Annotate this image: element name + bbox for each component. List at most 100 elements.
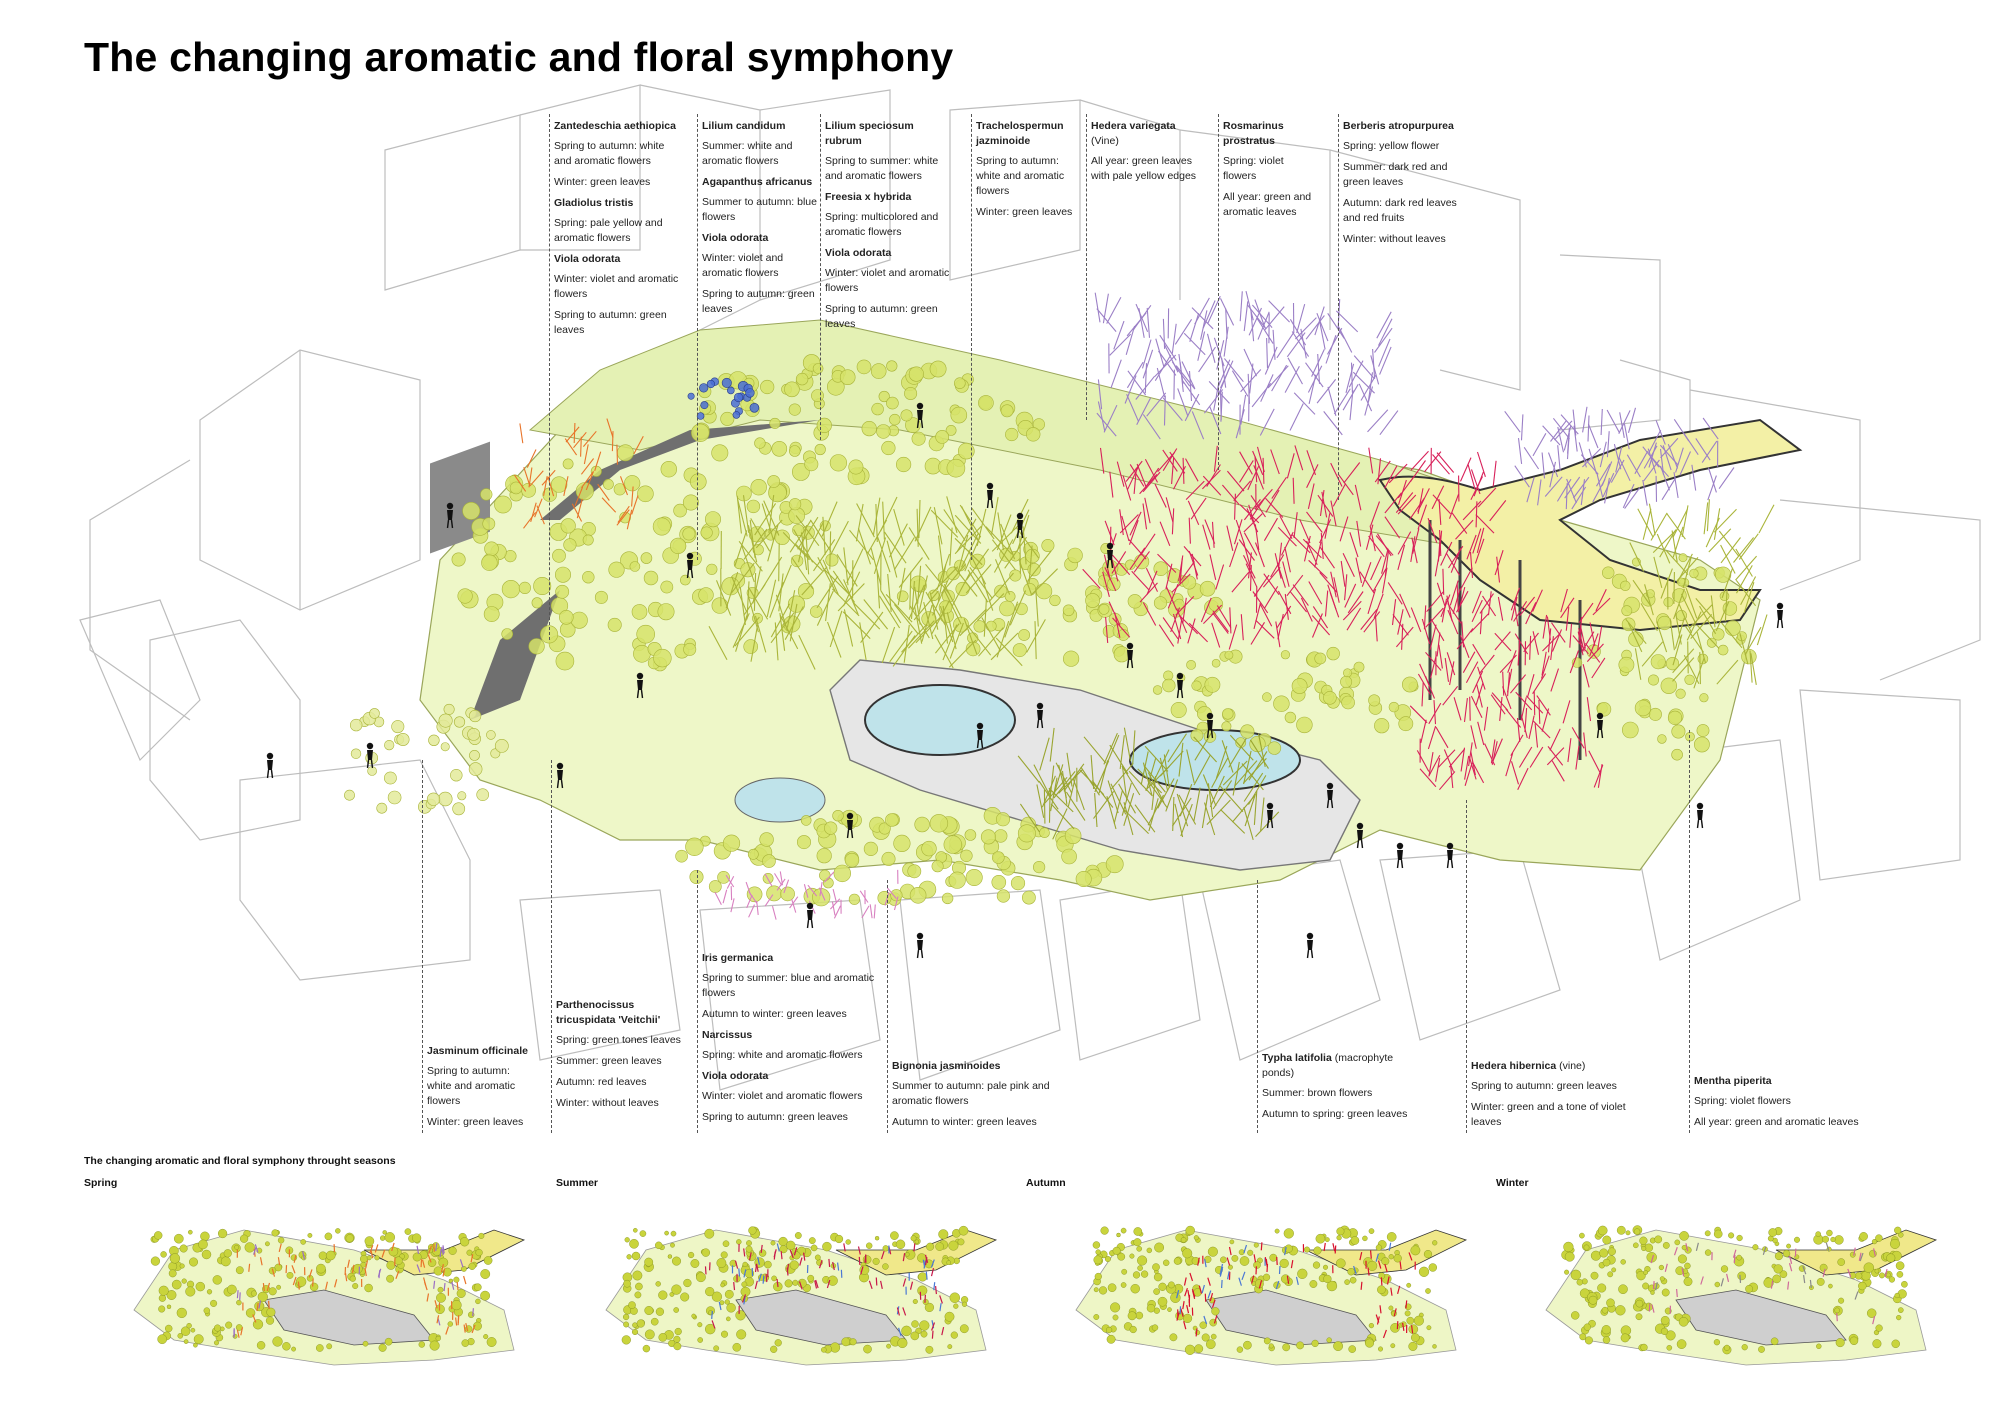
berberis-red-shrubs-stem: [1397, 531, 1412, 555]
foliage-middle-leaf: [999, 600, 1015, 617]
berberis-red-lower-stem: [1550, 668, 1560, 692]
season-leaf: [166, 1304, 172, 1310]
season-flower: [1720, 1278, 1724, 1287]
season-leaf: [863, 1344, 872, 1354]
foliage-left-leaf: [700, 526, 713, 539]
grass-right-stem: [1708, 528, 1732, 553]
rosmarinus-violet-shrubs-stem: [1221, 357, 1227, 388]
berberis-red-lower-stem: [1526, 674, 1535, 698]
season-flower: [369, 1244, 374, 1254]
berberis-red-lower-stem: [1507, 650, 1517, 673]
season-flower: [718, 1301, 722, 1311]
foliage-top-leaf: [978, 395, 994, 411]
berberis-red-lower-stem: [1532, 631, 1540, 655]
berberis-red-shrubs-stem: [1255, 619, 1275, 639]
berberis-red-shrubs-stem: [1339, 516, 1349, 542]
grass-typha-lower-stem: [1220, 809, 1246, 834]
person-figure-17: [1206, 712, 1214, 739]
gladiolus-orange-stem: [574, 486, 584, 506]
grass-typha-lower-stem: [1165, 779, 1179, 812]
grass-typha-upper-stem: [916, 508, 919, 547]
season-leaf: [919, 1320, 930, 1331]
season-leaf: [1194, 1344, 1204, 1354]
grass-typha-upper-stem: [842, 611, 871, 639]
foliage-top-leaf: [788, 445, 801, 457]
season-flower: [1789, 1255, 1793, 1264]
season-leaf: [1297, 1268, 1308, 1279]
species-name: Rosmarinus prostratus: [1223, 119, 1318, 149]
season-flower: [743, 1248, 746, 1257]
person-leg: [1180, 689, 1184, 699]
season-leaf: [1597, 1225, 1608, 1236]
season-leaf: [1381, 1257, 1390, 1266]
rosmarinus-violet-shrubs-stem: [1378, 318, 1393, 346]
person-leg: [1176, 689, 1180, 699]
foliage-plaza-edge-leaf: [1341, 695, 1355, 710]
season-leaf: [735, 1310, 746, 1321]
season-leaf: [912, 1298, 918, 1304]
grass-typha-upper-stem: [1009, 590, 1027, 626]
mentha-violet-shrubs-stem: [1606, 409, 1620, 434]
season-flower: [1353, 1265, 1357, 1275]
season-leaf: [1251, 1281, 1256, 1286]
foliage-left-leaf: [637, 485, 654, 503]
season-leaf: [1640, 1343, 1648, 1352]
season-flower: [365, 1260, 369, 1269]
season-flower: [1180, 1308, 1184, 1317]
season-leaf: [442, 1267, 452, 1277]
season-leaf: [1713, 1339, 1721, 1346]
person-body: [917, 410, 923, 420]
bignonia-pink-stem: [831, 901, 836, 916]
rosmarinus-violet-shrubs-stem: [1243, 348, 1257, 377]
season-flower: [902, 1253, 906, 1262]
season-flower: [758, 1273, 762, 1282]
season-leaf: [1720, 1265, 1729, 1273]
berberis-red-shrubs-stem: [1368, 447, 1374, 474]
season-leaf: [295, 1276, 307, 1287]
season-leaf: [468, 1262, 476, 1270]
berberis-red-lower-stem: [1597, 626, 1603, 651]
season-flower: [1183, 1321, 1187, 1330]
season-flower: [1399, 1261, 1402, 1270]
grass-typha-upper-stem: [967, 569, 989, 603]
season-leaf: [1816, 1278, 1825, 1286]
grass-typha-upper-stem: [991, 539, 1016, 571]
grass-typha-lower-stem: [1065, 791, 1086, 821]
person-body: [1307, 940, 1313, 950]
berberis-red-shrubs-stem: [1211, 521, 1215, 548]
season-flower: [755, 1263, 759, 1272]
person-body: [1177, 680, 1183, 690]
berberis-red-shrubs-stem: [1213, 445, 1218, 472]
foliage-left-leaf: [683, 642, 697, 656]
grass-typha-upper-stem: [948, 639, 977, 668]
season-flower: [1213, 1315, 1218, 1324]
rosmarinus-violet-shrubs-stem: [1154, 354, 1177, 377]
mentha-violet-shrubs-stem: [1596, 472, 1604, 498]
foliage-top-leaf: [946, 458, 966, 478]
season-leaf: [1132, 1271, 1141, 1279]
person-head: [846, 812, 854, 820]
season-leaf: [404, 1228, 412, 1235]
species-name: Jasminum officinale: [427, 1044, 537, 1059]
person-leg: [370, 759, 374, 769]
season-leaf: [1368, 1228, 1375, 1234]
season-flower: [1726, 1273, 1730, 1283]
person-leg: [450, 519, 454, 529]
foliage-left-leaf: [631, 604, 648, 620]
season-leaf: [1362, 1235, 1368, 1242]
foliage-left-leaf: [462, 501, 481, 520]
berberis-red-shrubs-stem: [1448, 545, 1464, 569]
foliage-left-leaf: [563, 538, 577, 552]
season-flower: [1197, 1257, 1200, 1266]
foliage-jasmine-leaf: [467, 728, 480, 741]
person-figure-3: [916, 402, 924, 429]
season-leaf: [227, 1284, 237, 1295]
grass-typha-upper-stem: [791, 557, 814, 590]
season-leaf: [632, 1328, 639, 1335]
foliage-left-leaf: [809, 605, 823, 618]
grass-typha-lower-stem: [1193, 736, 1218, 763]
season-leaf: [622, 1313, 630, 1321]
season-flower: [423, 1277, 427, 1286]
berberis-red-lower-stem: [1541, 651, 1547, 676]
